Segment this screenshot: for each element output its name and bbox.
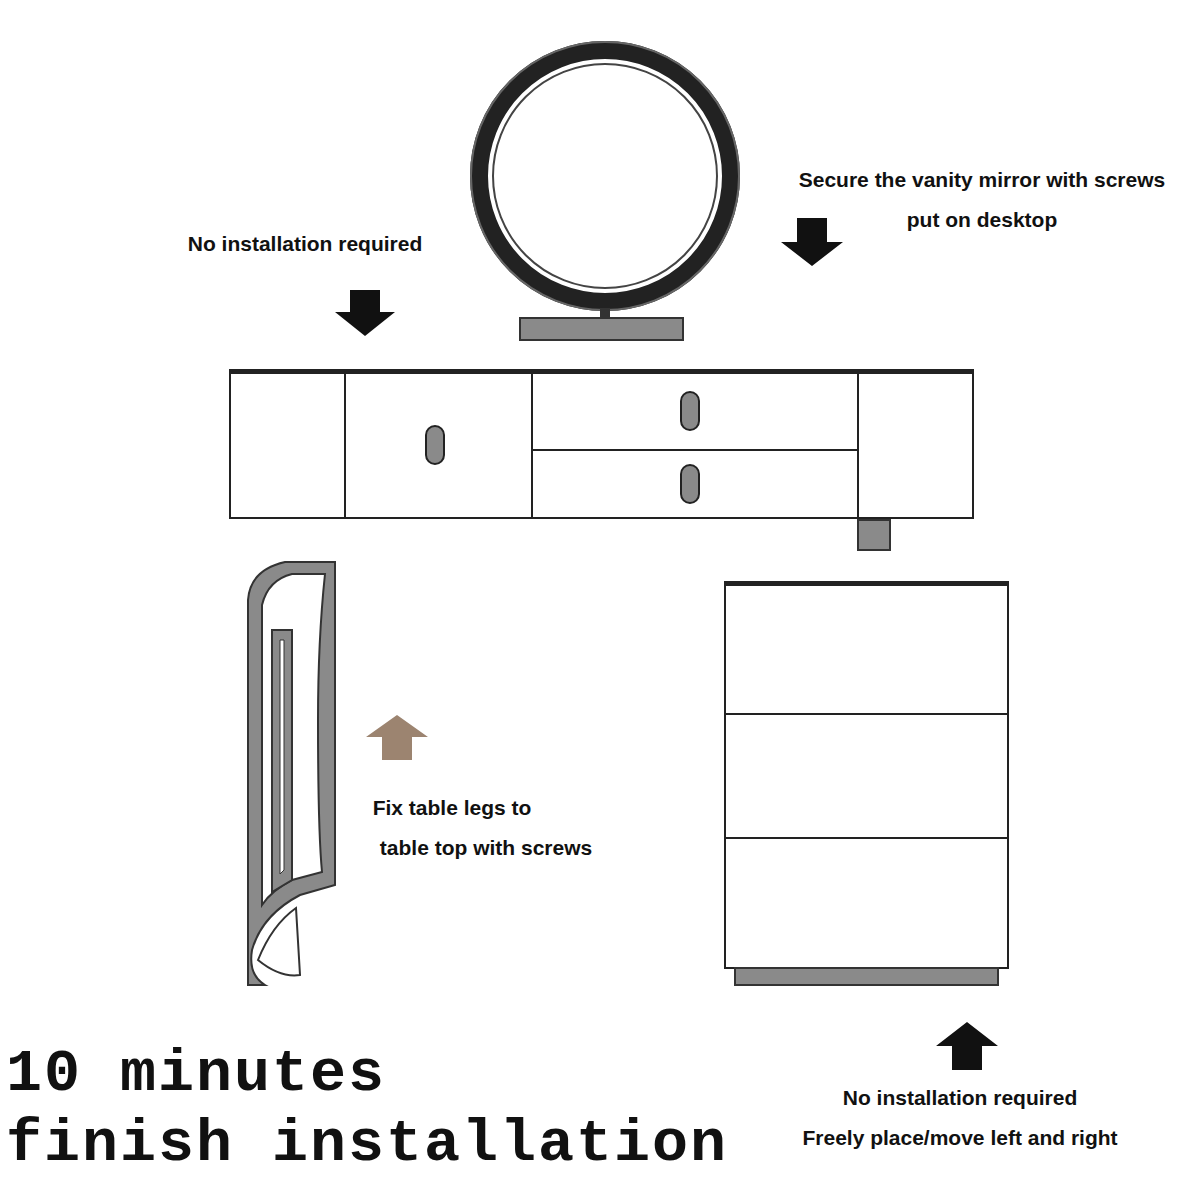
note-text: table top with screws: [380, 836, 592, 860]
up-arrow: [366, 715, 428, 760]
up-arrow: [936, 1022, 998, 1070]
connector-block: [858, 520, 890, 550]
table-top: [230, 370, 973, 518]
down-arrow: [781, 218, 843, 266]
note-text: Freely place/move left and right: [802, 1126, 1117, 1150]
mirror-base: [520, 318, 683, 340]
mirror-ring: [479, 50, 731, 302]
cabinet-base: [735, 968, 998, 985]
note-text: Fix table legs to: [373, 796, 532, 820]
mirror-outline: [471, 42, 739, 310]
headline-text: 10 minutes: [6, 1040, 386, 1108]
note-text: No installation required: [188, 232, 423, 256]
table-leg: [248, 562, 335, 985]
mirror-glass: [493, 64, 717, 288]
headline-text: finish installation: [6, 1110, 728, 1178]
down-arrow: [335, 290, 395, 336]
note-text: put on desktop: [907, 208, 1058, 232]
drawer-cabinet: [725, 582, 1008, 968]
note-text: Secure the vanity mirror with screws: [799, 168, 1165, 192]
note-text: No installation required: [843, 1086, 1078, 1110]
